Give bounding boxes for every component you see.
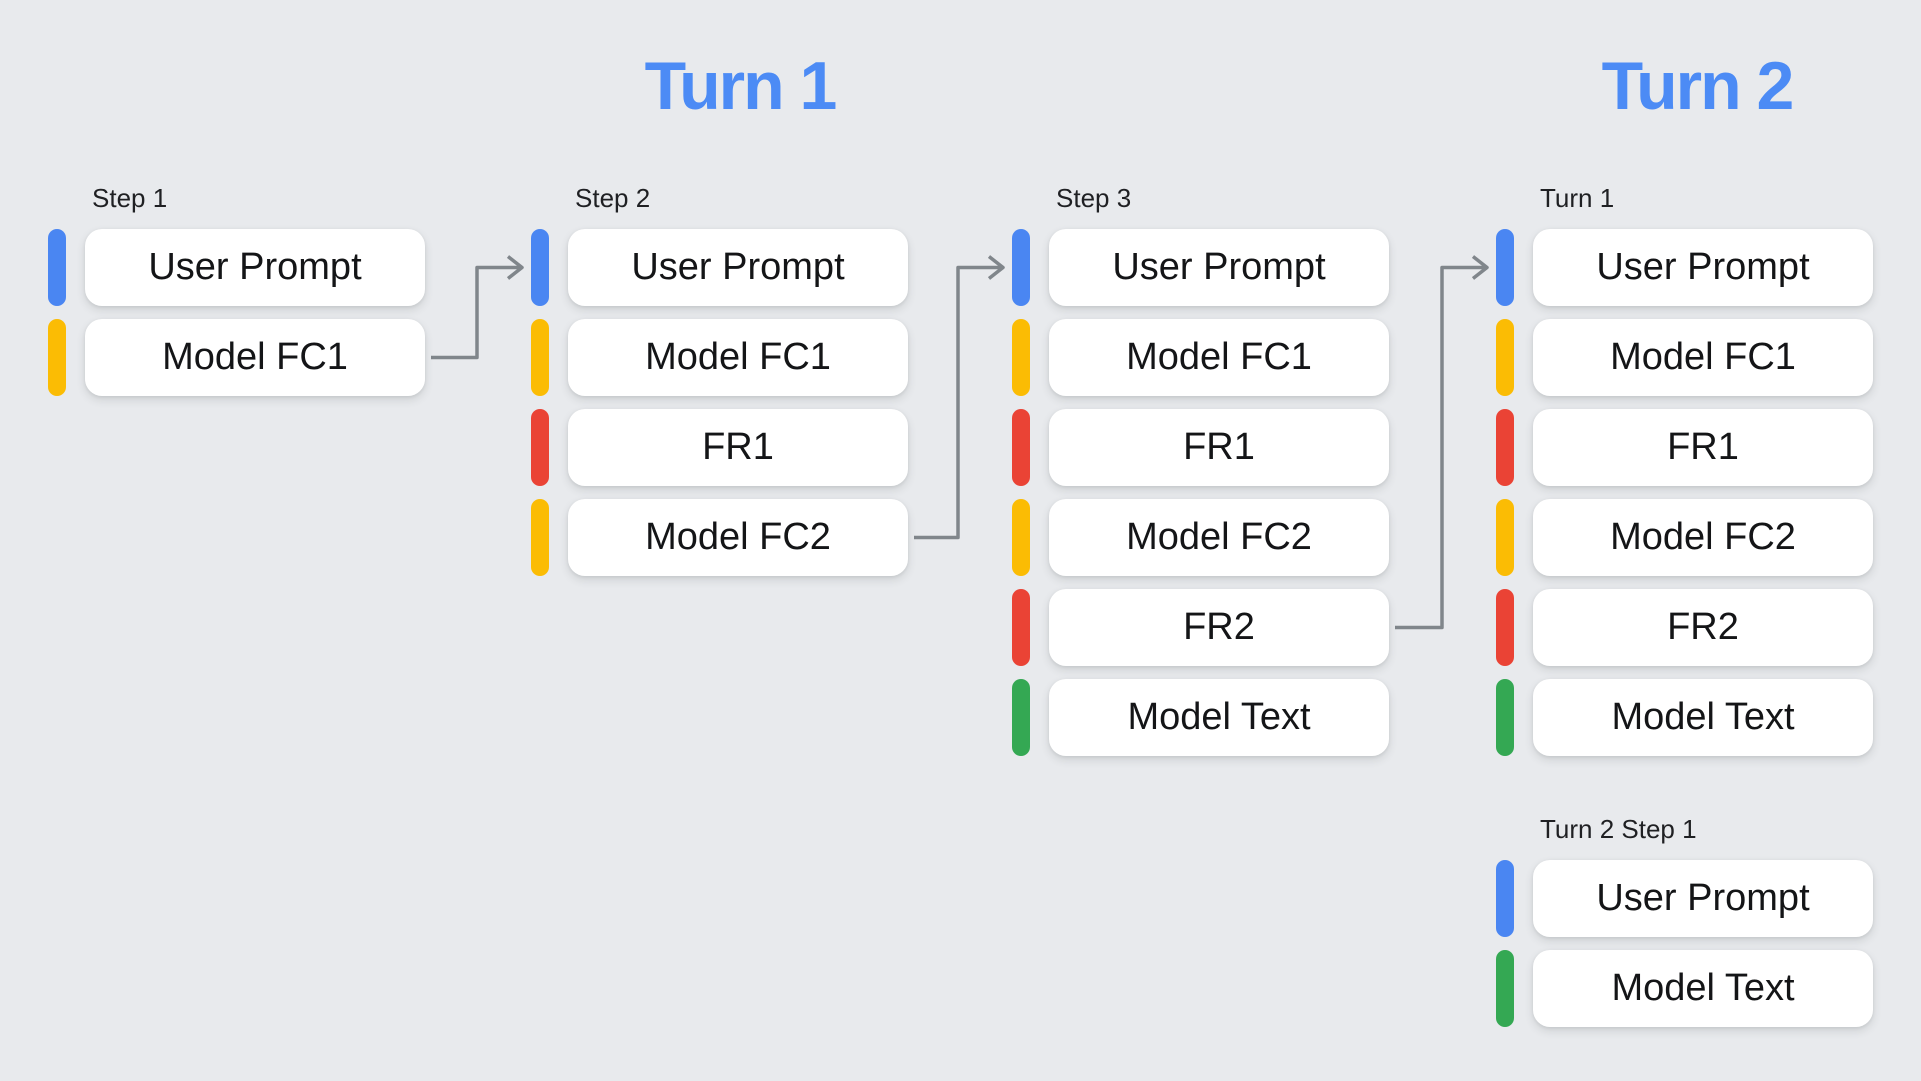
model-text-box: Model Text: [1533, 950, 1873, 1027]
message-row: Model FC1: [531, 319, 908, 396]
message-row: FR1: [531, 409, 908, 486]
user-prompt-color-bar: [1496, 860, 1514, 937]
message-row: User Prompt: [1012, 229, 1389, 306]
user-prompt-box: User Prompt: [1533, 229, 1873, 306]
message-row: User Prompt: [1496, 860, 1873, 937]
message-row: Model FC1: [1496, 319, 1873, 396]
column-label: Turn 1: [1540, 183, 1615, 213]
user-prompt-box: User Prompt: [1533, 860, 1873, 937]
model-fc-color-bar: [1496, 499, 1514, 576]
message-row: Model Text: [1496, 679, 1873, 756]
message-row: Model FC2: [1496, 499, 1873, 576]
user-prompt-color-bar: [531, 229, 549, 306]
model-fc-box: Model FC2: [568, 499, 908, 576]
message-row: FR2: [1012, 589, 1389, 666]
message-row: Model FC2: [1012, 499, 1389, 576]
function-response-box: FR1: [1049, 409, 1389, 486]
user-prompt-box: User Prompt: [1049, 229, 1389, 306]
function-response-box: FR2: [1049, 589, 1389, 666]
message-row: Model FC1: [1012, 319, 1389, 396]
model-fc-color-bar: [48, 319, 66, 396]
function-response-box: FR1: [568, 409, 908, 486]
function-response-color-bar: [1496, 589, 1514, 666]
message-row: Model Text: [1012, 679, 1389, 756]
model-fc-color-bar: [1012, 319, 1030, 396]
arrow-step3-to-turn1: [1395, 255, 1489, 630]
model-fc-color-bar: [1012, 499, 1030, 576]
model-fc-box: Model FC2: [1049, 499, 1389, 576]
model-text-color-bar: [1012, 679, 1030, 756]
message-row: FR1: [1012, 409, 1389, 486]
function-response-color-bar: [531, 409, 549, 486]
message-row: Model FC1: [48, 319, 425, 396]
model-fc-box: Model FC1: [1533, 319, 1873, 396]
turn-1-heading: Turn 1: [644, 48, 838, 124]
arrow-step2-to-step3: [914, 255, 1005, 540]
model-fc-color-bar: [531, 499, 549, 576]
model-text-box: Model Text: [1049, 679, 1389, 756]
user-prompt-box: User Prompt: [85, 229, 425, 306]
user-prompt-color-bar: [1012, 229, 1030, 306]
column-label: Step 3: [1056, 183, 1132, 213]
function-response-color-bar: [1012, 589, 1030, 666]
model-fc-box: Model FC1: [1049, 319, 1389, 396]
model-fc-box: Model FC2: [1533, 499, 1873, 576]
arrow-step1-to-step2: [431, 255, 524, 360]
column-label: Step 2: [575, 183, 651, 213]
user-prompt-color-bar: [48, 229, 66, 306]
model-fc-box: Model FC1: [85, 319, 425, 396]
message-row: Model FC2: [531, 499, 908, 576]
message-row: FR2: [1496, 589, 1873, 666]
model-fc-box: Model FC1: [568, 319, 908, 396]
user-prompt-color-bar: [1496, 229, 1514, 306]
model-text-box: Model Text: [1533, 679, 1873, 756]
model-text-color-bar: [1496, 679, 1514, 756]
function-response-box: FR1: [1533, 409, 1873, 486]
function-response-color-bar: [1496, 409, 1514, 486]
message-row: User Prompt: [48, 229, 425, 306]
column-label: Turn 2 Step 1: [1540, 814, 1697, 844]
model-fc-color-bar: [531, 319, 549, 396]
turn-2-heading: Turn 2: [1601, 48, 1795, 124]
message-row: User Prompt: [1496, 229, 1873, 306]
message-row: FR1: [1496, 409, 1873, 486]
model-text-color-bar: [1496, 950, 1514, 1027]
message-row: Model Text: [1496, 950, 1873, 1027]
message-row: User Prompt: [531, 229, 908, 306]
user-prompt-box: User Prompt: [568, 229, 908, 306]
model-fc-color-bar: [1496, 319, 1514, 396]
function-response-box: FR2: [1533, 589, 1873, 666]
function-response-color-bar: [1012, 409, 1030, 486]
column-label: Step 1: [92, 183, 168, 213]
